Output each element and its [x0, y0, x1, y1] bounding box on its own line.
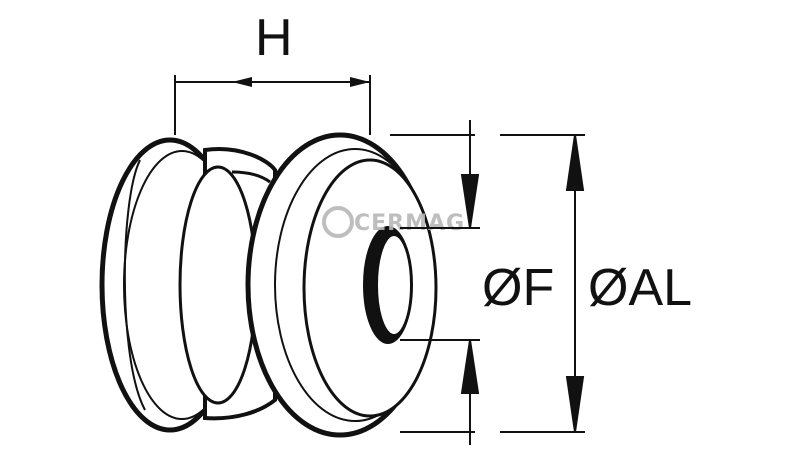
f-dimension	[400, 120, 480, 445]
bore-hole	[363, 226, 413, 344]
height-label: H	[255, 9, 293, 67]
outer-diameter-label: ØAL	[588, 259, 692, 317]
watermark-text: CERMAG	[354, 211, 465, 236]
al-dimension	[390, 134, 585, 433]
h-dimension	[174, 75, 371, 135]
inner-diameter-label: ØF	[482, 259, 554, 317]
watermark-logo: CERMAG	[322, 206, 465, 238]
front-flange	[245, 132, 438, 438]
